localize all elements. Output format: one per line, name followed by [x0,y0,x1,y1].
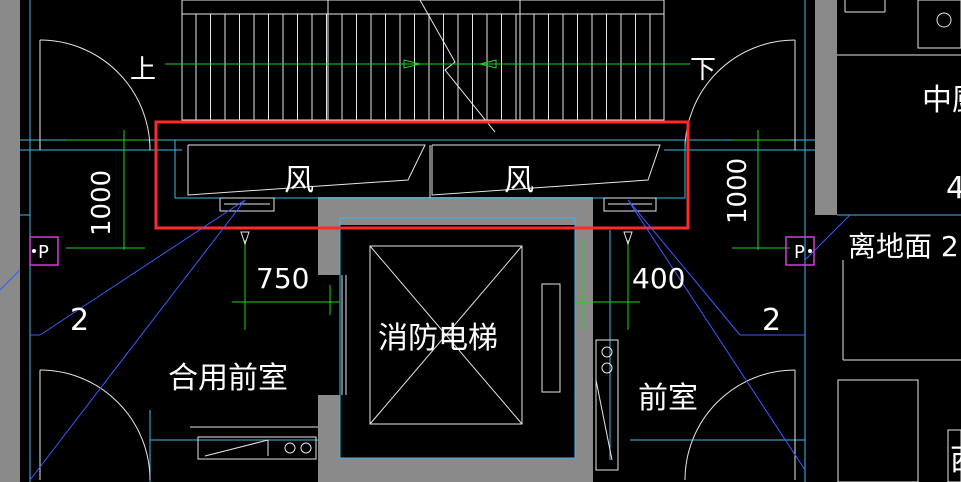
dimensions: 1000 1000 750 400 [66,130,790,330]
height-above-floor-label: 离地面 2. [848,230,961,263]
vent-grille-left [219,197,275,212]
elevator-car [369,245,523,425]
partial-right-edge-label: 西 [950,443,961,478]
partial-four-label: 4 [946,171,961,206]
wall-left [0,0,20,482]
vent-right-shape [431,144,661,196]
fixture-cabinet-right [595,339,619,471]
svg-text:P: P [38,242,49,263]
number-2-left: 2 [70,303,89,338]
dimension-750: 750 [256,262,309,295]
stair-break-line [419,0,496,133]
fire-elevator-symbol: 消防电梯 [369,245,561,425]
right-appliance [837,379,919,482]
dimension-400: 400 [632,262,685,295]
vent-grille-right [603,197,657,212]
socket-right [785,236,815,266]
door-swing-lower-right [684,369,796,481]
number-2-right: 2 [762,303,781,338]
fixture-counter-left [197,436,317,460]
stair-up-label: 上 [130,55,156,85]
vent-left-shape [187,144,426,196]
elevator-shaft-outline [339,217,576,459]
wall-elevator-bottom [318,458,593,482]
door-swing-lower-left [39,369,151,481]
air-ducts: 风 风 [174,139,686,212]
highlight-box [154,120,690,230]
socket-left [29,236,59,266]
walls [0,0,837,482]
fixtures [190,339,619,471]
wind-label-right: 风 [504,163,534,198]
wind-label-left: 风 [284,163,314,198]
svg-text:P: P [794,242,805,263]
partial-top-right-label: 中厨 [922,83,961,118]
counterweight [541,283,561,393]
door-swing-upper-left [39,39,151,151]
blue-leader-lines [0,199,851,481]
stair-outline [181,0,665,121]
shared-lobby-label: 合用前室 [168,361,288,396]
dimension-1000-left: 1000 [87,170,117,236]
sockets: P P [29,236,815,266]
stair-down-label: 下 [690,55,716,85]
right-region: 中厨 4 离地面 2. 西 [837,0,961,482]
sink-fixture [917,0,961,49]
staircase: 上 下 [130,0,716,133]
dimension-1000-right: 1000 [723,158,753,224]
wall-elevator-top [318,197,593,225]
lobby-label: 前室 [638,381,698,416]
wall-right-upper [815,0,837,215]
wall-elevator-left-upper [318,197,340,275]
fire-elevator-label: 消防电梯 [378,321,498,356]
wall-elevator-right [575,197,593,482]
stair-treads [195,14,651,120]
